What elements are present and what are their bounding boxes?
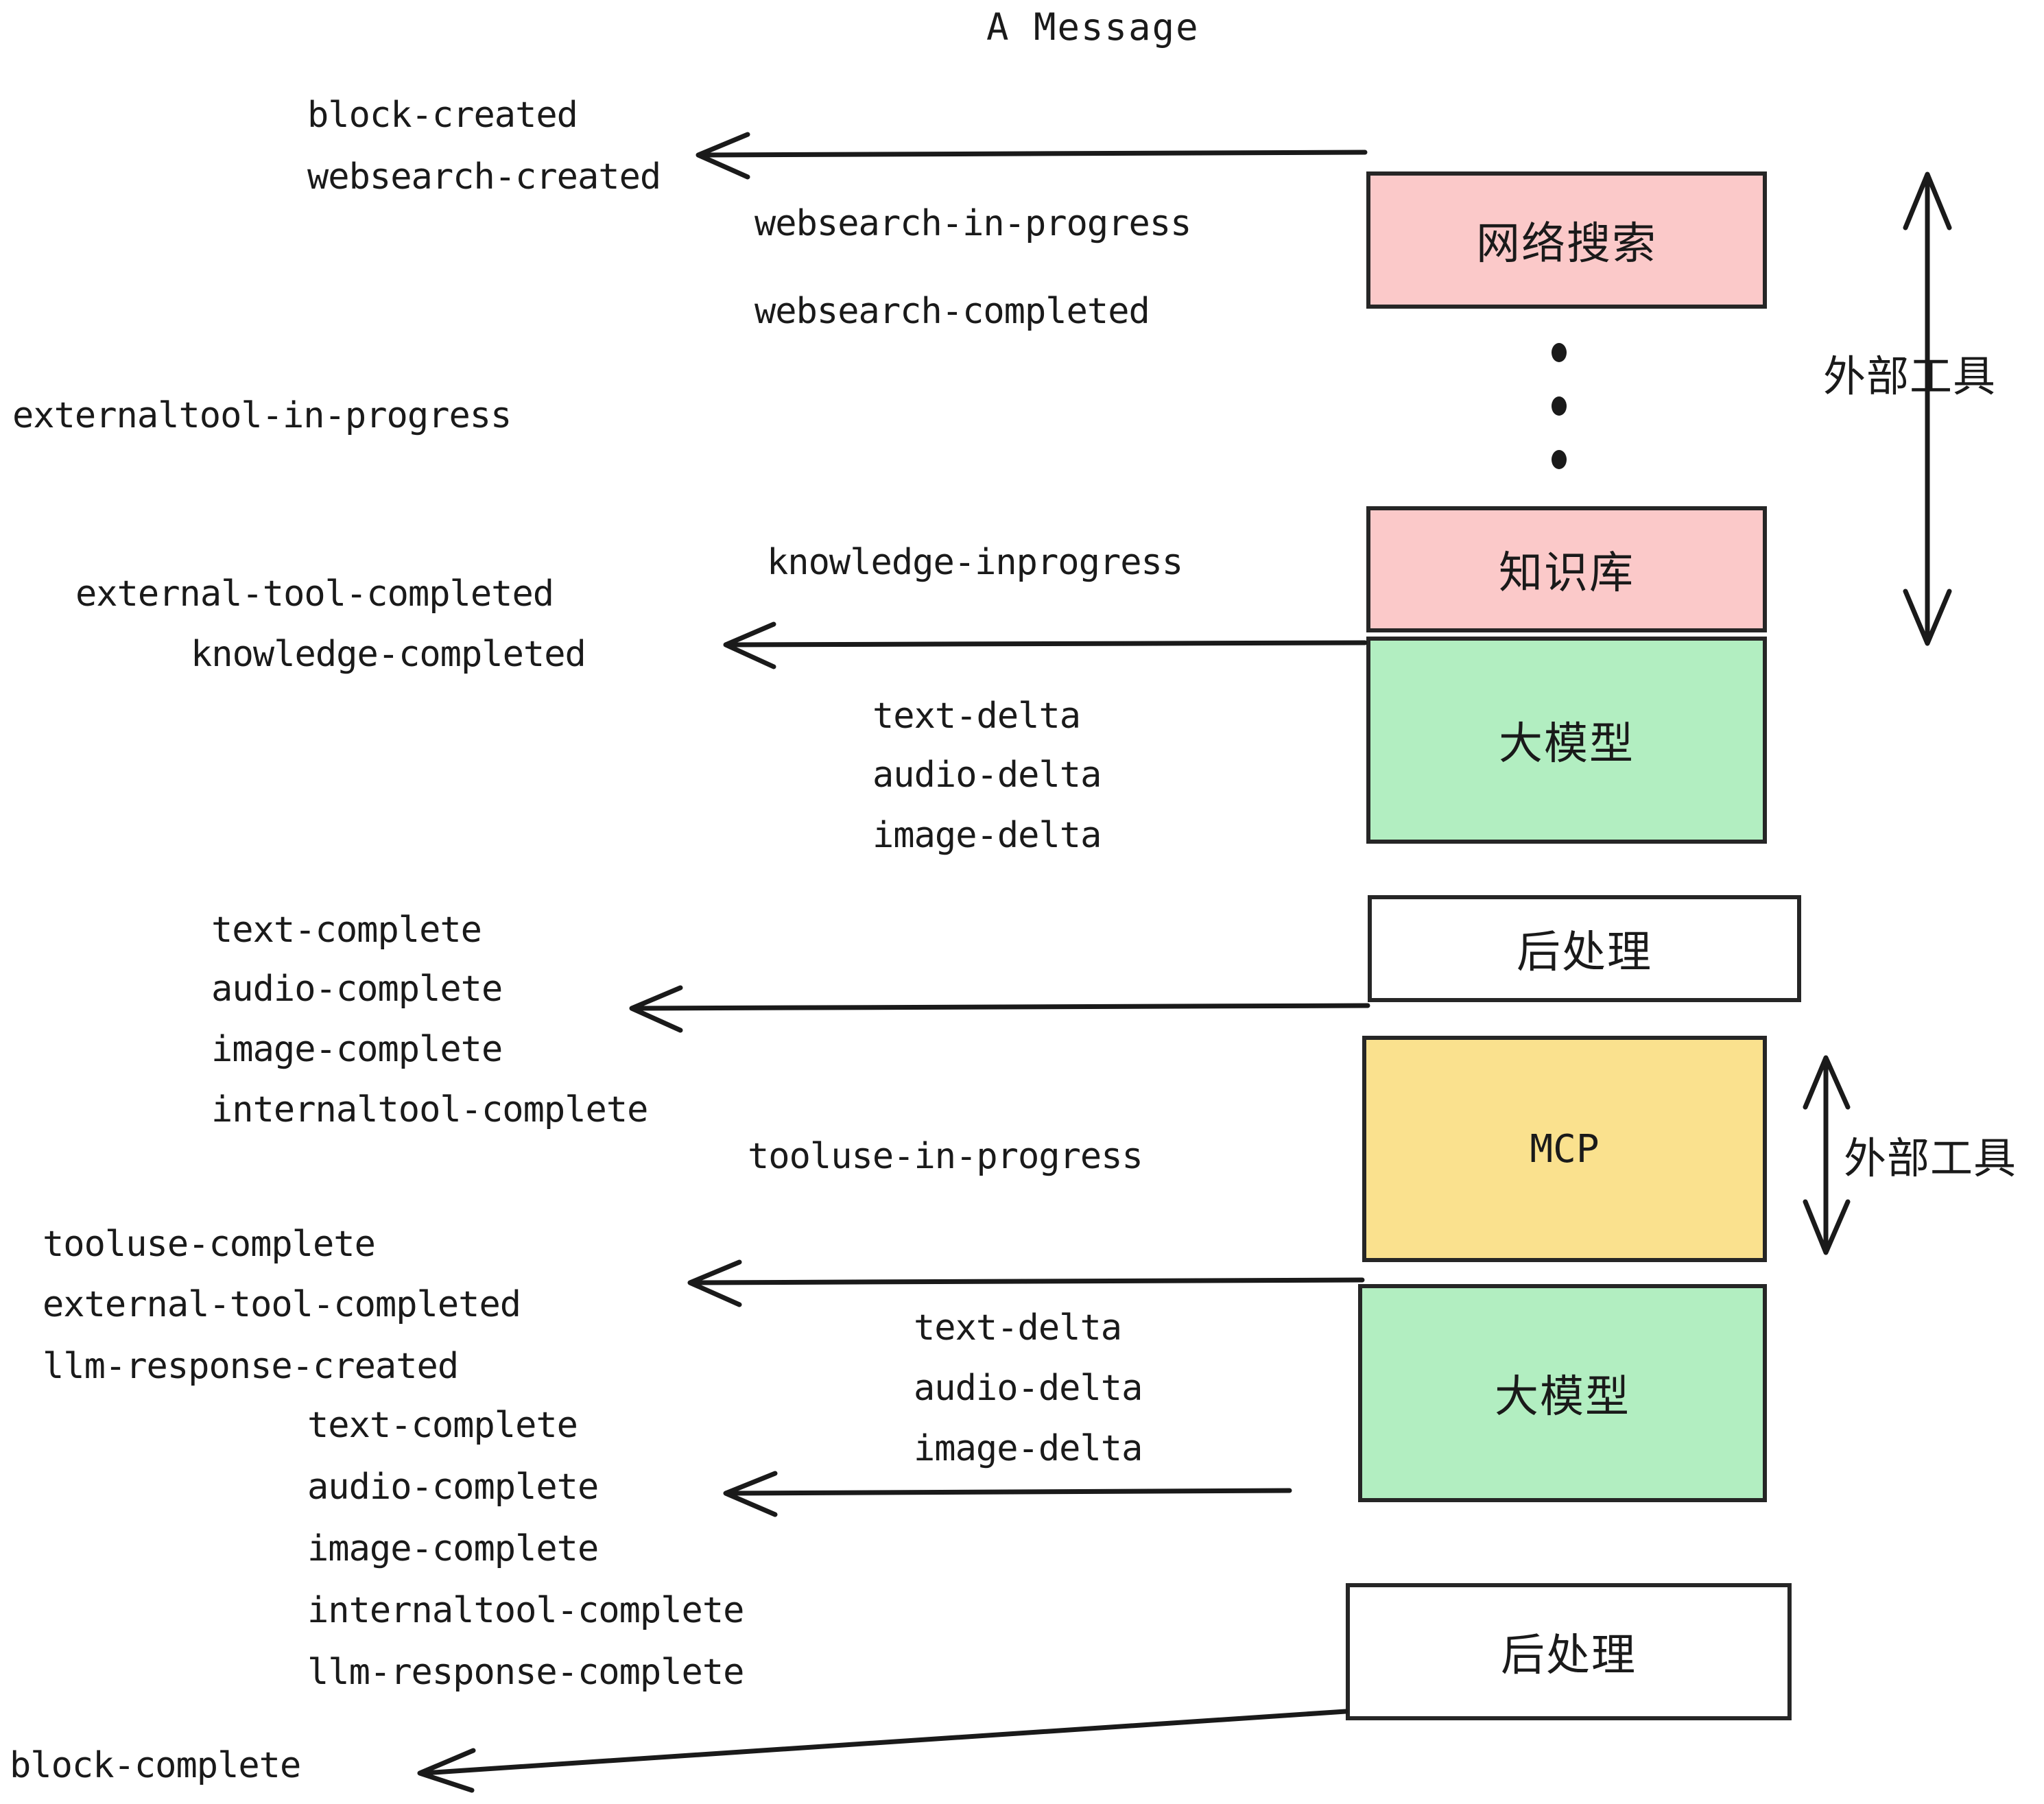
event-knowledge-completed: knowledge-completed	[191, 634, 586, 675]
event-text-complete-1: text-complete	[211, 910, 482, 951]
event-websearch-created: websearch-created	[307, 156, 661, 198]
event-llm-response-created: llm-response-created	[43, 1346, 459, 1387]
event-audio-delta-2: audio-delta	[914, 1368, 1143, 1409]
event-audio-complete-2: audio-complete	[307, 1467, 599, 1508]
event-tooluse-complete: tooluse-complete	[43, 1224, 376, 1265]
arrow-knowledge-to-completed	[723, 621, 1368, 669]
arrow-llm-bottom-to-audio-complete	[723, 1471, 1292, 1517]
event-text-delta-2: text-delta	[914, 1307, 1122, 1349]
event-external-tool-completed-2: external-tool-completed	[43, 1284, 521, 1325]
event-block-created: block-created	[307, 95, 578, 136]
event-text-delta-1: text-delta	[872, 696, 1081, 737]
event-websearch-completed: websearch-completed	[754, 291, 1150, 332]
box-postprocess-top: 后处理	[1368, 895, 1801, 1002]
box-websearch: 网络搜索	[1366, 171, 1767, 309]
event-externaltool-in-progress: externaltool-in-progress	[12, 395, 512, 436]
event-internaltool-complete-1: internaltool-complete	[211, 1089, 648, 1130]
box-mcp-label: MCP	[1530, 1126, 1600, 1172]
event-block-complete: block-complete	[10, 1745, 301, 1786]
box-websearch-label: 网络搜索	[1476, 219, 1657, 270]
event-knowledge-inprogress: knowledge-inprogress	[767, 542, 1183, 583]
box-llm-bottom: 大模型	[1358, 1284, 1767, 1502]
page-title: A Message	[986, 5, 1200, 49]
box-postprocess-bottom: 后处理	[1346, 1583, 1792, 1720]
arrow-postprocess-top-to-image-complete	[629, 985, 1370, 1033]
box-postprocess-bottom-label: 后处理	[1501, 1630, 1637, 1681]
box-mcp: MCP	[1362, 1036, 1767, 1262]
box-llm-top: 大模型	[1366, 637, 1767, 844]
arrow-websearch-to-created	[696, 132, 1368, 180]
box-knowledge: 知识库	[1366, 506, 1767, 632]
box-knowledge-label: 知识库	[1499, 548, 1635, 599]
external-tools-arrow-top	[1903, 171, 1952, 646]
event-image-complete-1: image-complete	[211, 1029, 503, 1070]
event-websearch-in-progress: websearch-in-progress	[754, 203, 1191, 244]
box-postprocess-top-label: 后处理	[1517, 927, 1652, 978]
event-external-tool-completed: external-tool-completed	[75, 573, 554, 615]
arrow-mcp-to-tooluse-complete	[687, 1259, 1365, 1307]
event-image-complete-2: image-complete	[307, 1528, 599, 1569]
side-label-external-tools-top: 外部工具	[1823, 351, 1997, 401]
event-image-delta-2: image-delta	[914, 1428, 1143, 1469]
box-llm-bottom-label: 大模型	[1495, 1372, 1630, 1423]
event-audio-complete-1: audio-complete	[211, 969, 503, 1010]
box-llm-top-label: 大模型	[1499, 719, 1635, 770]
event-audio-delta-1: audio-delta	[872, 755, 1102, 796]
event-tooluse-in-progress: tooluse-in-progress	[748, 1136, 1143, 1177]
arrow-postprocess-bottom-to-block-complete	[417, 1709, 1348, 1793]
event-internaltool-complete-2: internaltool-complete	[307, 1590, 744, 1631]
event-image-delta-1: image-delta	[872, 815, 1102, 856]
vertical-ellipsis	[1552, 343, 1567, 503]
event-llm-response-complete: llm-response-complete	[307, 1652, 744, 1693]
side-label-external-tools-bottom: 外部工具	[1844, 1133, 2017, 1183]
event-text-complete-2: text-complete	[307, 1405, 578, 1446]
external-tools-arrow-bottom	[1803, 1055, 1851, 1255]
